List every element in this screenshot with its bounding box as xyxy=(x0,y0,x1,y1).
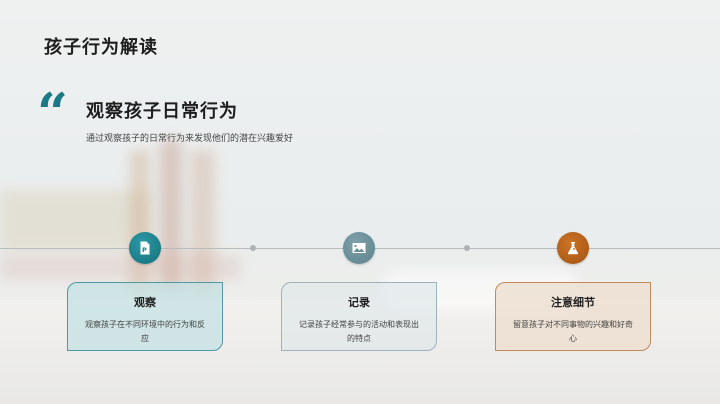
step-card-title: 记录 xyxy=(348,296,370,309)
timeline-dot xyxy=(250,245,256,251)
quote-mark-icon: “ xyxy=(37,81,69,145)
step-card-observe: 观察 观察孩子在不同环境中的行为和反应 xyxy=(67,282,223,351)
page-title: 孩子行为解读 xyxy=(44,37,158,58)
document-p-icon: P xyxy=(140,241,150,255)
background-books-lower xyxy=(0,255,240,280)
background-books-shelf xyxy=(0,190,150,250)
step-card-text: 留意孩子对不同事物的兴趣和好奇心 xyxy=(513,320,633,343)
background-book xyxy=(190,150,215,290)
step-card-text: 观察孩子在不同环境中的行为和反应 xyxy=(85,320,205,343)
step-card-text: 记录孩子经常参与的活动和表现出的特点 xyxy=(299,320,419,343)
svg-text:P: P xyxy=(142,246,147,254)
section-description: 通过观察孩子的日常行为来发现他们的潜在兴趣爱好 xyxy=(86,134,294,144)
flask-icon xyxy=(568,242,578,255)
step-card-title: 注意细节 xyxy=(551,296,595,309)
step-card-title: 观察 xyxy=(134,296,156,309)
step-card-record: 记录 记录孩子经常参与的活动和表现出的特点 xyxy=(281,282,437,351)
background-book xyxy=(160,140,182,290)
step-2-icon-badge xyxy=(343,232,375,264)
timeline-dot xyxy=(464,245,470,251)
step-3-icon-badge xyxy=(557,232,589,264)
step-card-details: 注意细节 留意孩子对不同事物的兴趣和好奇心 xyxy=(495,282,651,351)
image-icon xyxy=(352,243,366,253)
section-heading: 观察孩子日常行为 xyxy=(86,101,238,122)
step-1-icon-badge: P xyxy=(129,232,161,264)
